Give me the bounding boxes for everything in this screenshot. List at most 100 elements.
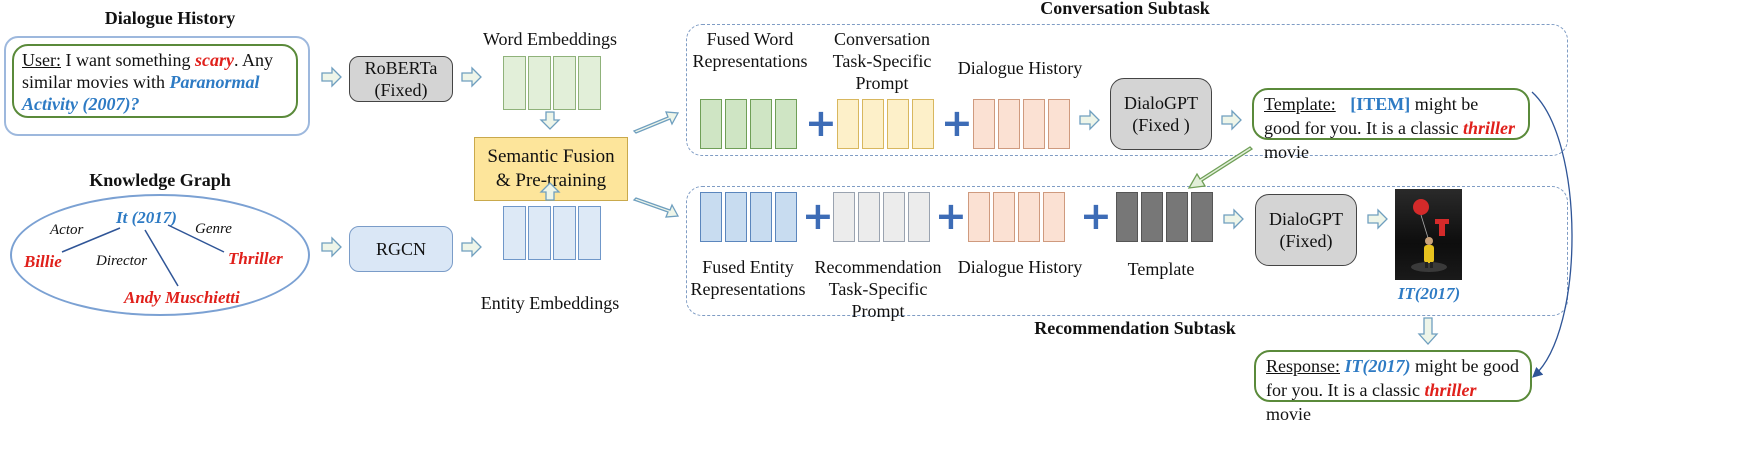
fused-word-1 [700, 99, 722, 149]
fused-entity-1 [700, 192, 722, 242]
response-text-2: movie [1266, 404, 1311, 424]
arrow-down-right-icon [632, 197, 680, 218]
arrow-down-icon [1417, 317, 1439, 345]
arrow-down-left-icon [1187, 146, 1254, 189]
conv-history-1 [973, 99, 995, 149]
dialogue-history-title: Dialogue History [104, 8, 236, 28]
fused-word-2 [725, 99, 747, 149]
fused-word-4 [775, 99, 797, 149]
arrow-right-icon [1367, 208, 1388, 230]
item-placeholder: [ITEM] [1350, 94, 1411, 114]
kg-director-node: Andy Muschietti [124, 288, 240, 307]
template-to-response-curve [1531, 91, 1573, 378]
kg-genre-relation: Genre [195, 221, 232, 237]
template-token-2 [1141, 192, 1163, 242]
conversation-dialogpt-box: DialoGPT (Fixed ) [1110, 78, 1212, 150]
response-movie: IT(2017) [1344, 356, 1411, 376]
conv-history-3 [1023, 99, 1045, 149]
entity-embeddings-label: Entity Embeddings [480, 293, 620, 313]
rec-prompt-2 [858, 192, 880, 242]
arrow-right-icon [1221, 109, 1242, 131]
entity-embedding-3 [553, 206, 576, 260]
word-embedding-4 [578, 56, 601, 110]
recommendation-dialogpt-box: DialoGPT (Fixed) [1255, 194, 1357, 266]
arrow-up-right-icon [632, 111, 680, 134]
kg-actor-relation: Actor [50, 222, 84, 238]
kg-genre-node: Thriller [228, 249, 283, 268]
template-token-4 [1191, 192, 1213, 242]
block-arrows [321, 66, 1439, 345]
semantic-fusion-line2: & Pre-training [495, 170, 607, 191]
movie-caption: IT(2017) [1397, 284, 1461, 303]
conversation-history-label: Dialogue History [957, 58, 1083, 78]
recommendation-history-label: Dialogue History [957, 257, 1083, 277]
rec-history-3 [1018, 192, 1040, 242]
rgcn-box: RGCN [349, 226, 453, 272]
kg-edge-director [144, 229, 179, 287]
rgcn-label: RGCN [375, 239, 426, 259]
rec-history-4 [1043, 192, 1065, 242]
conv-dialogpt-fixed: (Fixed ) [1132, 115, 1190, 135]
knowledge-graph-title: Knowledge Graph [89, 170, 231, 190]
conv-history-2 [998, 99, 1020, 149]
template-text-1: might be good for you. It is a classic [1264, 94, 1479, 138]
conv-prompt-4 [912, 99, 934, 149]
rec-prompt-4 [908, 192, 930, 242]
template-token-3 [1166, 192, 1188, 242]
semantic-fusion-line1: Semantic Fusion [487, 146, 615, 167]
template-label-bottom: Template [1127, 259, 1195, 279]
paranormal-movie: Paranormal Activity (2007)? [22, 72, 260, 114]
rec-prompt-3 [883, 192, 905, 242]
response-label: Response: [1266, 356, 1340, 376]
arrow-right-icon [461, 66, 482, 88]
word-embedding-3 [553, 56, 576, 110]
arrow-right-icon [461, 236, 482, 258]
scary-keyword: scary [194, 50, 234, 70]
dialogue-text-1: I want something [61, 50, 195, 70]
movie-poster-image [1395, 189, 1462, 280]
rec-prompt-1 [833, 192, 855, 242]
template-feed-arrow [1187, 146, 1254, 189]
template-label: Template: [1264, 94, 1336, 114]
rec-history-1 [968, 192, 990, 242]
arrow-right-icon [1223, 208, 1244, 230]
conversation-subtask-frame [686, 24, 1568, 156]
word-embedding-2 [528, 56, 551, 110]
dialogue-text-2: . Any similar movies with [22, 50, 273, 92]
fused-word-3 [750, 99, 772, 149]
dialogue-history-frame [4, 36, 310, 136]
conv-dialogpt-name: DialoGPT [1124, 93, 1198, 113]
word-embedding-1 [503, 56, 526, 110]
entity-embedding-4 [578, 206, 601, 260]
kg-edge-actor [61, 227, 121, 253]
kg-actor-node: Billie [24, 252, 62, 271]
word-embeddings-label: Word Embeddings [482, 29, 618, 49]
template-token-1 [1116, 192, 1138, 242]
arrow-right-icon [321, 236, 342, 258]
conversation-prompt-label: Conversation Task-Specific Prompt [832, 29, 932, 93]
template-bubble: Template: [ITEM] might be good for you. … [1252, 88, 1530, 162]
rec-dialogpt-fixed: (Fixed) [1279, 231, 1333, 251]
arrow-up-icon [539, 182, 561, 201]
entity-embedding-1 [503, 206, 526, 260]
conv-prompt-3 [887, 99, 909, 149]
user-label: User: [22, 50, 61, 70]
plus-icon: + [1080, 194, 1112, 238]
rec-history-2 [993, 192, 1015, 242]
fused-word-label: Fused Word Representations [692, 29, 808, 71]
fused-entity-3 [750, 192, 772, 242]
recommendation-subtask-frame [686, 186, 1568, 316]
kg-edges [61, 224, 225, 287]
response-text-1: might be good for you. It is a classic [1266, 356, 1519, 400]
rec-dialogpt-name: DialoGPT [1269, 209, 1343, 229]
roberta-name: RoBERTa [364, 58, 438, 78]
arrow-right-icon [321, 66, 342, 88]
kg-director-relation: Director [96, 253, 148, 269]
fused-entity-2 [725, 192, 747, 242]
arrow-down-icon [539, 111, 561, 130]
conv-history-4 [1048, 99, 1070, 149]
conv-prompt-1 [837, 99, 859, 149]
dialogue-history-bubble: User: I want something scary. Any simila… [12, 44, 298, 118]
fused-entity-4 [775, 192, 797, 242]
